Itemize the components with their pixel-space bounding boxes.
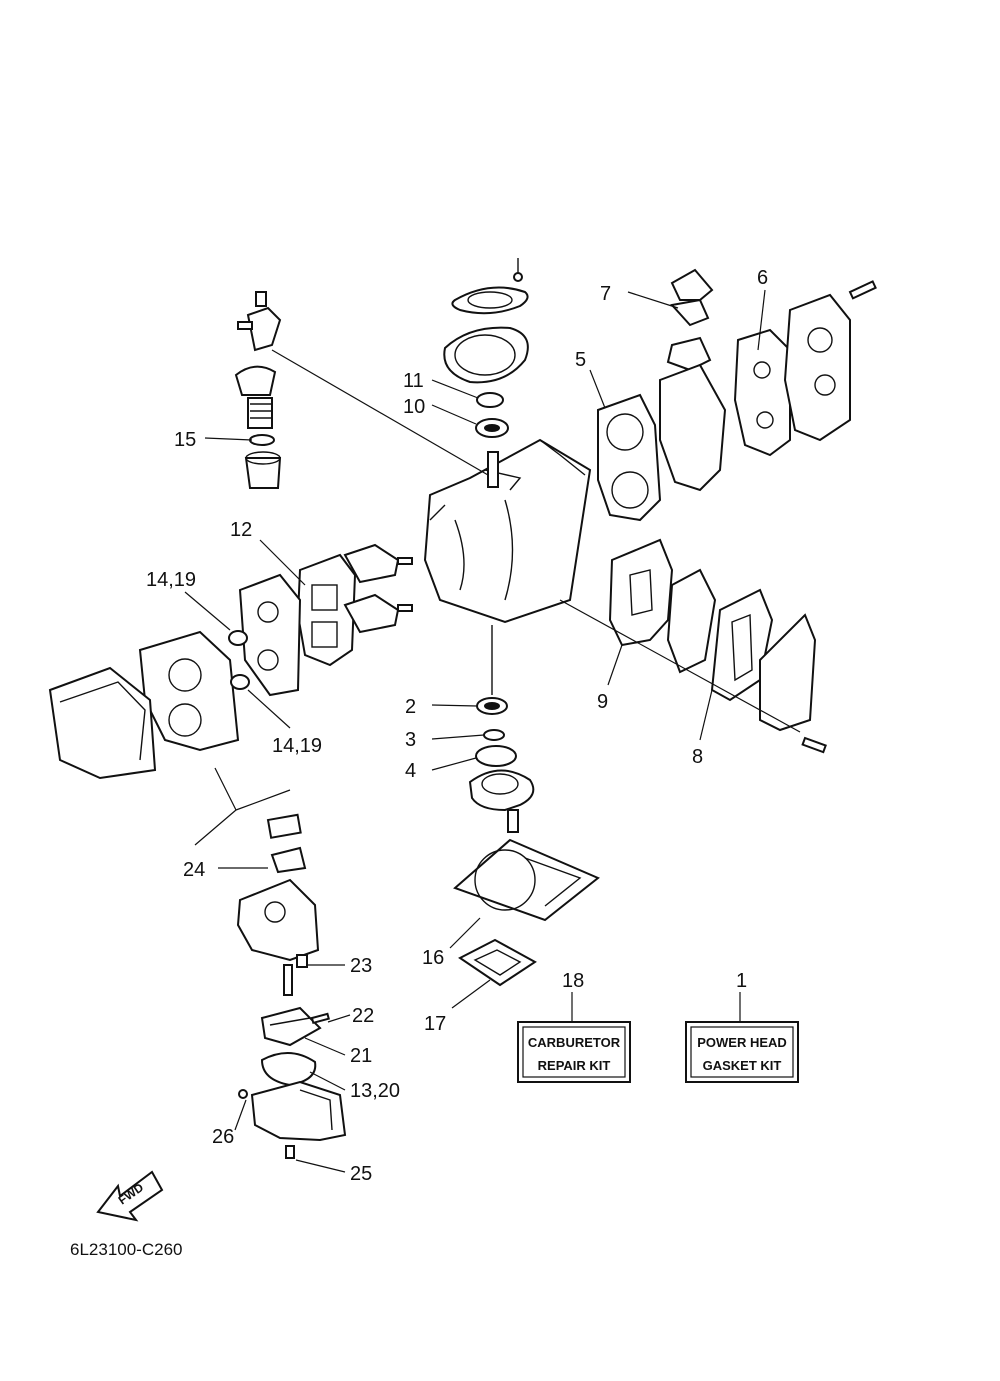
cylinder-head-cover-gasket	[733, 280, 877, 457]
carburetor-sub-assembly	[194, 767, 347, 1159]
callout-22: 22	[352, 1005, 374, 1027]
callout-25: 25	[350, 1163, 372, 1185]
callout-15: 15	[174, 429, 196, 451]
power-head-kit-line2: GASKET KIT	[703, 1058, 782, 1073]
power-head-kit-line1: POWER HEAD	[697, 1035, 787, 1050]
upper-oil-seal-housing	[443, 258, 529, 438]
gasket-16	[453, 838, 600, 922]
callout-10: 10	[403, 396, 425, 418]
cylinder-block	[423, 438, 592, 624]
callout-9: 9	[597, 691, 608, 713]
callout-2: 2	[405, 696, 416, 718]
carburetor-kit-line1: CARBURETOR	[528, 1035, 621, 1050]
callout-14-19-upper: 14,19	[146, 569, 196, 591]
fuel-pump-parts	[234, 291, 489, 489]
callout-labels: 7 6 5 11 10 15 12 14,19 14,19 2 3 4 9 8 …	[146, 267, 768, 1185]
intake-manifold-parts	[238, 543, 413, 697]
cylinder-head-gasket	[597, 393, 662, 522]
callout-26: 26	[212, 1126, 234, 1148]
gasket-17	[458, 938, 537, 987]
callout-16: 16	[422, 947, 444, 969]
callout-23: 23	[350, 955, 372, 977]
callout-14-19-lower: 14,19	[272, 735, 322, 757]
carburetor-kit-line2: REPAIR KIT	[538, 1058, 611, 1073]
exhaust-gaskets	[559, 538, 827, 754]
callout-11: 11	[403, 370, 424, 392]
callout-7: 7	[600, 283, 611, 305]
callout-5: 5	[575, 349, 586, 371]
callout-8: 8	[692, 746, 703, 768]
callout-13-20: 13,20	[350, 1080, 400, 1102]
callout-4: 4	[405, 760, 416, 782]
callout-6: 6	[757, 267, 768, 289]
callout-1: 1	[736, 970, 747, 992]
forward-arrow-icon: FWD	[96, 1170, 164, 1222]
thermostat-cover	[659, 268, 727, 492]
power-head-gasket-kit-box: POWER HEAD GASKET KIT	[685, 1021, 799, 1083]
diagram-code: 6L23100-C260	[70, 1240, 182, 1259]
callout-18: 18	[562, 970, 584, 992]
carburetor-repair-kit-box: CARBURETOR REPAIR KIT	[517, 1021, 631, 1083]
leader-lines	[184, 289, 766, 1173]
callout-3: 3	[405, 729, 416, 751]
carburetor-body	[48, 630, 250, 780]
callout-17: 17	[424, 1013, 446, 1035]
callout-21: 21	[350, 1045, 372, 1067]
callout-12: 12	[230, 519, 252, 541]
lower-seal-assembly	[468, 625, 535, 833]
callout-24: 24	[183, 859, 205, 881]
